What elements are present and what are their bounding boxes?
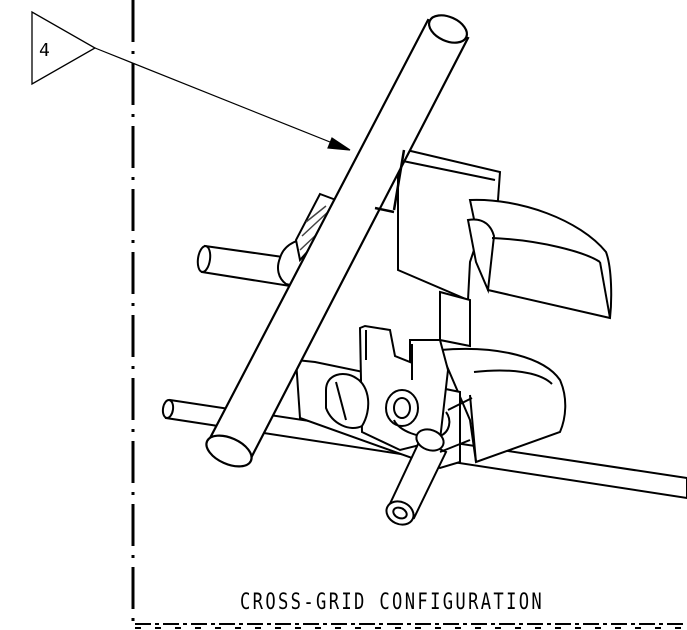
- drawing-caption: CROSS-GRID CONFIGURATION: [240, 590, 545, 615]
- hex-nut-left: [325, 373, 370, 429]
- clamp-lower-jaw: [438, 347, 567, 464]
- short-rod-left: [196, 244, 291, 288]
- clamp-middle-link: [439, 290, 471, 348]
- balloon-callout-4: [31, 10, 97, 86]
- bolt-lower: [385, 397, 473, 526]
- pin-marker: [374, 149, 406, 214]
- bottom-border-pattern: [135, 623, 687, 629]
- balloon-label: 4: [39, 40, 50, 61]
- leader-line: [94, 47, 351, 151]
- ring-nut: [385, 389, 419, 427]
- main-tube: [205, 14, 470, 468]
- clamp-upper-jaw: [466, 198, 613, 320]
